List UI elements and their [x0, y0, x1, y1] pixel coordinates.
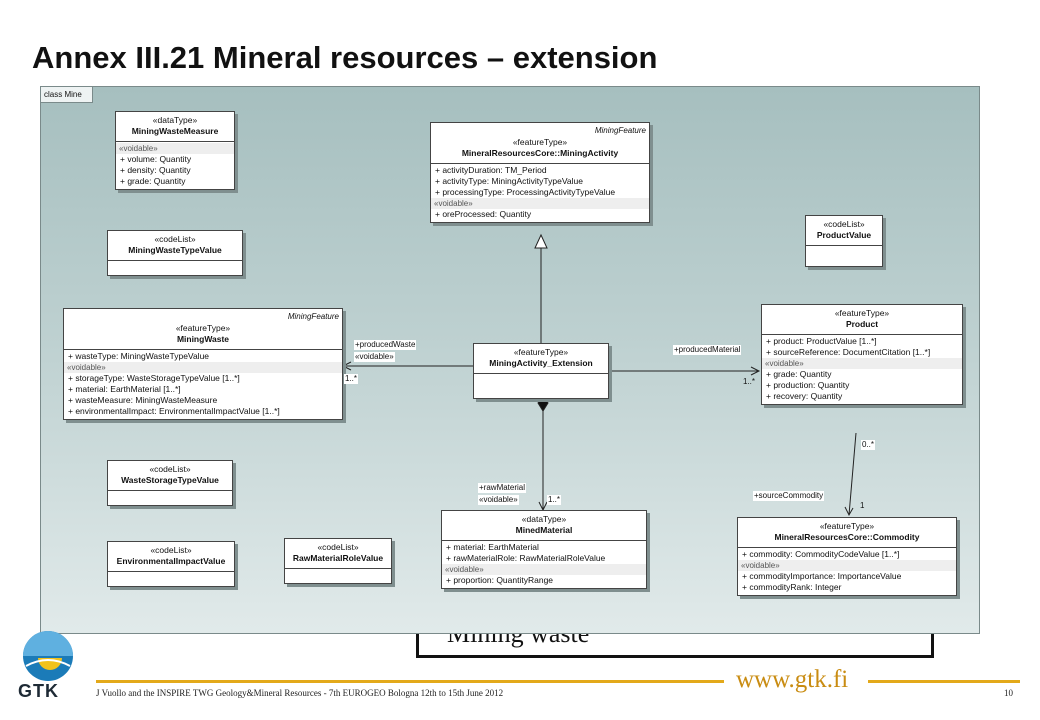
attribute: + material: EarthMaterial [1..*] — [68, 384, 181, 394]
association-lines — [341, 233, 857, 517]
class-name: MineralResourcesCore::MiningActivity — [461, 148, 619, 158]
class-name: Product — [845, 319, 879, 329]
attribute: + grade: Quantity — [120, 176, 186, 186]
tagged-value: MiningFeature — [594, 126, 646, 135]
class-commodity[interactable]: «featureType» MineralResourcesCore::Comm… — [737, 517, 957, 596]
multiplicity-label: 1 — [860, 501, 865, 510]
attribute: + activityType: MiningActivityTypeValue — [435, 176, 583, 186]
attribute: + recovery: Quantity — [766, 391, 843, 401]
attribute: + rawMaterialRole: RawMaterialRoleValue — [446, 553, 606, 563]
class-name: MinedMaterial — [515, 525, 573, 535]
attribute: + product: ProductValue [1..*] — [766, 336, 877, 346]
attribute: + processingType: ProcessingActivityType… — [435, 187, 616, 197]
source-commodity-arrowhead — [844, 506, 854, 517]
section-label: «voidable» — [738, 560, 956, 571]
section-label: «voidable» — [116, 143, 234, 154]
diagram-frame-label: class Mine — [41, 87, 93, 103]
multiplicity-label: 0..* — [861, 440, 876, 450]
class-raw-material-role-value[interactable]: «codeList» RawMaterialRoleValue — [284, 538, 392, 584]
section-label: «voidable» — [431, 198, 649, 209]
association-role-label: +rawMaterial — [478, 483, 527, 493]
association-role-label: +producedMaterial — [673, 345, 742, 355]
section-label: «voidable» — [442, 564, 646, 575]
attribute: + storageType: WasteStorageTypeValue [1.… — [68, 373, 240, 383]
attribute: + proportion: QuantityRange — [446, 575, 554, 585]
attribute: + environmentalImpact: EnvironmentalImpa… — [68, 406, 280, 416]
class-mining-waste[interactable]: MiningFeature «featureType» MiningWaste … — [63, 308, 343, 420]
class-stereotype: «featureType» — [175, 323, 231, 333]
attribute: + volume: Quantity — [120, 154, 192, 164]
class-waste-storage-type-value[interactable]: «codeList» WasteStorageTypeValue — [107, 460, 233, 506]
footer-divider — [96, 680, 724, 683]
attribute: + commodity: CommodityCodeValue [1..*] — [742, 549, 900, 559]
class-name: MineralResourcesCore::Commodity — [774, 532, 920, 542]
footer-citation: J Vuollo and the INSPIRE TWG Geology&Min… — [96, 688, 504, 698]
gtk-logo-text: GTK — [18, 681, 59, 701]
class-product[interactable]: «featureType» Product + product: Product… — [761, 304, 963, 405]
class-stereotype: «featureType» — [834, 308, 890, 318]
class-name: RawMaterialRoleValue — [292, 553, 384, 563]
class-name: MiningWasteTypeValue — [128, 245, 222, 255]
composition-diamond — [537, 394, 549, 412]
class-stereotype: «dataType» — [152, 115, 198, 125]
attribute: + activityDuration: TM_Period — [435, 165, 547, 175]
class-stereotype: «dataType» — [521, 514, 567, 524]
class-stereotype: «featureType» — [819, 521, 875, 531]
attribute: + material: EarthMaterial — [446, 542, 539, 552]
association-role-label: +sourceCommodity — [753, 491, 825, 501]
source-commodity-line — [848, 432, 857, 516]
generalization-arrowhead — [534, 233, 548, 249]
attribute: + density: Quantity — [120, 165, 191, 175]
class-name: ProductValue — [816, 230, 872, 240]
class-name: MiningWaste — [176, 334, 230, 344]
footer-divider — [868, 680, 1020, 683]
attribute: + sourceReference: DocumentCitation [1..… — [766, 347, 931, 357]
class-mining-activity-extension[interactable]: «featureType» MiningActivity_Extension — [473, 343, 609, 399]
gtk-logo-icon — [23, 631, 73, 681]
attribute: + grade: Quantity — [766, 369, 832, 379]
attribute: + commodityRank: Integer — [742, 582, 842, 592]
multiplicity-label: 1..* — [743, 377, 756, 386]
page-number: 10 — [1004, 688, 1013, 698]
class-stereotype: «codeList» — [154, 234, 196, 244]
multiplicity-label: 1..* — [344, 374, 359, 384]
produced-material-arrowhead — [750, 366, 761, 376]
attribute: + wasteMeasure: MiningWasteMeasure — [68, 395, 218, 405]
attribute: + wasteType: MiningWasteTypeValue — [68, 351, 210, 361]
class-stereotype: «featureType» — [512, 137, 568, 147]
slide-title: Annex III.21 Mineral resources – extensi… — [32, 40, 658, 75]
association-stereotype-label: «voidable» — [478, 495, 519, 505]
tagged-value: MiningFeature — [287, 312, 339, 321]
class-stereotype: «codeList» — [149, 464, 191, 474]
attribute: + oreProcessed: Quantity — [435, 209, 532, 219]
association-stereotype-label: «voidable» — [354, 352, 395, 362]
class-stereotype: «codeList» — [823, 219, 865, 229]
class-mining-activity[interactable]: MiningFeature «featureType» MineralResou… — [430, 122, 650, 223]
attribute: + production: Quantity — [766, 380, 850, 390]
class-stereotype: «codeList» — [150, 545, 192, 555]
class-stereotype: «codeList» — [317, 542, 359, 552]
footer-website[interactable]: www.gtk.fi — [736, 666, 849, 693]
class-product-value[interactable]: «codeList» ProductValue — [805, 215, 883, 267]
class-name: MiningActivity_Extension — [489, 358, 593, 368]
section-label: «voidable» — [64, 362, 342, 373]
attribute: + commodityImportance: ImportanceValue — [742, 571, 902, 581]
uml-class-diagram: class Mine «dataType» MiningWasteMeasure… — [40, 86, 980, 634]
class-mining-waste-type-value[interactable]: «codeList» MiningWasteTypeValue — [107, 230, 243, 276]
section-label: «voidable» — [762, 358, 962, 369]
association-role-label: +producedWaste — [354, 340, 417, 350]
class-name: EnvironmentalImpactValue — [116, 556, 226, 566]
class-name: WasteStorageTypeValue — [121, 475, 219, 485]
multiplicity-label: 1..* — [547, 495, 562, 505]
class-environmental-impact-value[interactable]: «codeList» EnvironmentalImpactValue — [107, 541, 235, 587]
produced-waste-arrowhead — [341, 361, 352, 371]
class-mined-material[interactable]: «dataType» MinedMaterial + material: Ear… — [441, 510, 647, 589]
class-name: MiningWasteMeasure — [131, 126, 219, 136]
class-mining-waste-measure[interactable]: «dataType» MiningWasteMeasure «voidable»… — [115, 111, 235, 190]
class-stereotype: «featureType» — [513, 347, 569, 357]
